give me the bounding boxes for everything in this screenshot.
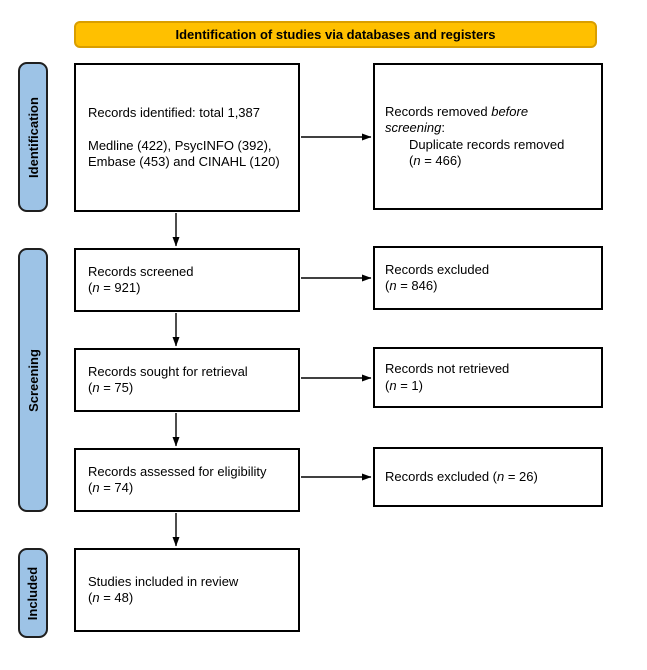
box-records-excluded-screening: Records excluded(n = 846) [373, 246, 603, 310]
stage-label-included: Included [25, 566, 41, 620]
stage-label-identification: Identification [25, 96, 41, 178]
stage-tab-included: Included [18, 548, 48, 638]
diagram-title-banner: Identification of studies via databases … [74, 21, 597, 48]
box-records-sought-text: Records sought for retrieval(n = 75) [88, 363, 248, 396]
box-records-not-retrieved: Records not retrieved(n = 1) [373, 347, 603, 408]
stage-tab-screening: Screening [18, 248, 48, 512]
stage-label-screening: Screening [25, 348, 41, 412]
box-records-screened: Records screened(n = 921) [74, 248, 300, 312]
box-records-excluded-screening-text: Records excluded(n = 846) [385, 261, 490, 294]
box-studies-included-text: Studies included in review(n = 48) [88, 573, 239, 606]
box-records-excluded-eligibility: Records excluded (n = 26) [373, 447, 603, 507]
box-records-sought-retrieval: Records sought for retrieval(n = 75) [74, 348, 300, 412]
diagram-title: Identification of studies via databases … [175, 27, 496, 42]
box-studies-included-review: Studies included in review(n = 48) [74, 548, 300, 632]
box-records-assessed-text: Records assessed for eligibility(n = 74) [88, 463, 267, 496]
box-records-assessed-eligibility: Records assessed for eligibility(n = 74) [74, 448, 300, 512]
stage-tab-identification: Identification [18, 62, 48, 212]
box-records-screened-text: Records screened(n = 921) [88, 263, 194, 296]
box-records-identified-text: Records identified: total 1,387 Medline … [88, 104, 280, 170]
box-records-not-retrieved-text: Records not retrieved(n = 1) [385, 361, 510, 393]
box-records-excluded-eligibility-text: Records excluded (n = 26) [385, 468, 538, 484]
box-records-identified: Records identified: total 1,387 Medline … [74, 63, 300, 212]
